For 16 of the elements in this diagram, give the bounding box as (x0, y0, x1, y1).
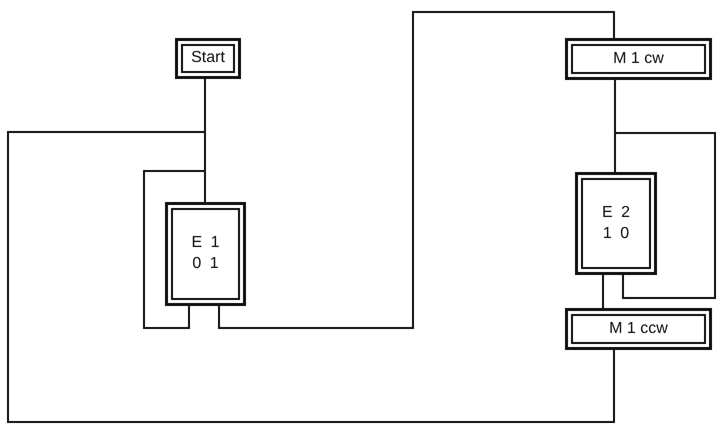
connector-line (602, 275, 604, 308)
box-label: E 2 (602, 202, 630, 223)
box-label: Start (191, 48, 225, 68)
box-label: M 1 cw (613, 48, 664, 69)
box-label: 0 1 (192, 254, 219, 274)
step-box (575, 172, 657, 275)
box-label: 1 0 (602, 224, 630, 244)
connector-line (143, 170, 206, 329)
connector-line (614, 132, 716, 299)
box-label: E 1 (191, 233, 220, 254)
box-label: M 1 ccw (609, 318, 668, 339)
action-box (565, 308, 712, 350)
action-box (175, 38, 241, 79)
step-box (165, 202, 246, 306)
connector-line (218, 11, 615, 329)
action-box (565, 38, 712, 80)
